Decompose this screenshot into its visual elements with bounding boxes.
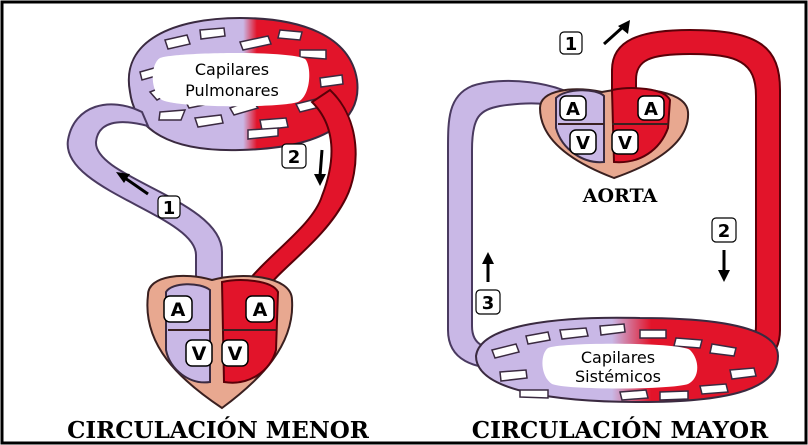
right-step-2: 2 — [718, 221, 731, 242]
systemic-capillary-bed: Capilares Sistémicos — [476, 318, 778, 402]
left-heart-atrium-right-side: A — [171, 299, 186, 321]
left-heart-atrium-left-side: A — [253, 299, 268, 321]
left-step-2: 2 — [288, 147, 301, 168]
right-heart-atrium-left-side: A — [644, 99, 658, 120]
arrow-down-icon — [314, 150, 326, 186]
heart-right-diagram: A A V V — [540, 88, 688, 178]
pulmonary-capillary-label-2: Pulmonares — [185, 81, 279, 100]
left-caption: CIRCULACIÓN MENOR — [67, 417, 370, 444]
right-heart-atrium-right-side: A — [566, 99, 580, 120]
systemic-circulation: Capilares Sistémicos A A V V AORTA 1 — [448, 20, 780, 444]
right-heart-ventricle-left-side: V — [618, 133, 632, 154]
arrow-down-icon — [718, 250, 730, 282]
systemic-capillary-label-2: Sistémicos — [575, 367, 661, 386]
pulmonary-capillary-label-1: Capilares — [195, 60, 269, 79]
heart-left-diagram: A A V V — [147, 276, 292, 408]
right-caption: CIRCULACIÓN MAYOR — [472, 417, 769, 444]
left-step-1: 1 — [163, 198, 176, 219]
right-heart-ventricle-right-side: V — [576, 133, 590, 154]
arrow-up-icon — [482, 252, 494, 282]
pulmonary-circulation: Capilares Pulmonares A A V — [67, 18, 370, 444]
right-step-3: 3 — [482, 293, 495, 314]
systemic-capillary-label-1: Capilares — [581, 348, 655, 367]
pulmonary-capillary-bed: Capilares Pulmonares — [129, 18, 358, 150]
aorta-label: AORTA — [582, 185, 658, 207]
left-heart-ventricle-right-side: V — [192, 343, 207, 365]
left-heart-ventricle-left-side: V — [228, 343, 243, 365]
right-step-1: 1 — [565, 34, 578, 55]
arrow-up-right-icon — [604, 20, 630, 44]
